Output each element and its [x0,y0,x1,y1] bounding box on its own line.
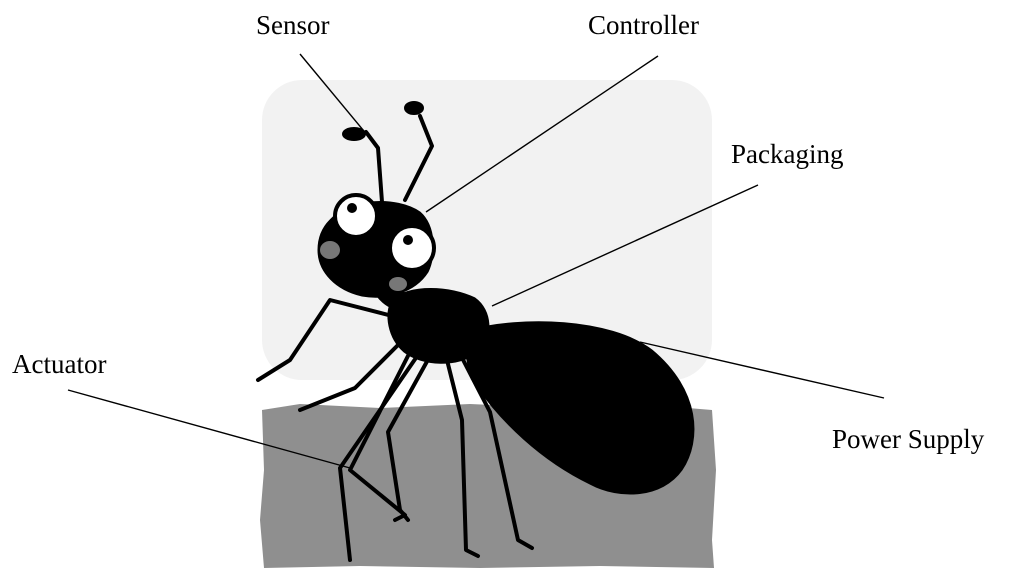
pupil-right [403,235,413,245]
cheek-spot-right [389,277,407,291]
cheek-spot-left [320,241,340,259]
eye-right [390,226,434,270]
sensor-label: Sensor [256,10,330,40]
controller-label: Controller [588,10,699,40]
antenna-tip-right [405,102,423,114]
packaging-label: Packaging [731,139,843,169]
pupil-left [347,203,357,213]
antenna-tip-left [343,128,365,140]
power-supply-label: Power Supply [832,424,985,454]
actuator-label: Actuator [12,349,106,379]
eye-left [335,195,377,237]
